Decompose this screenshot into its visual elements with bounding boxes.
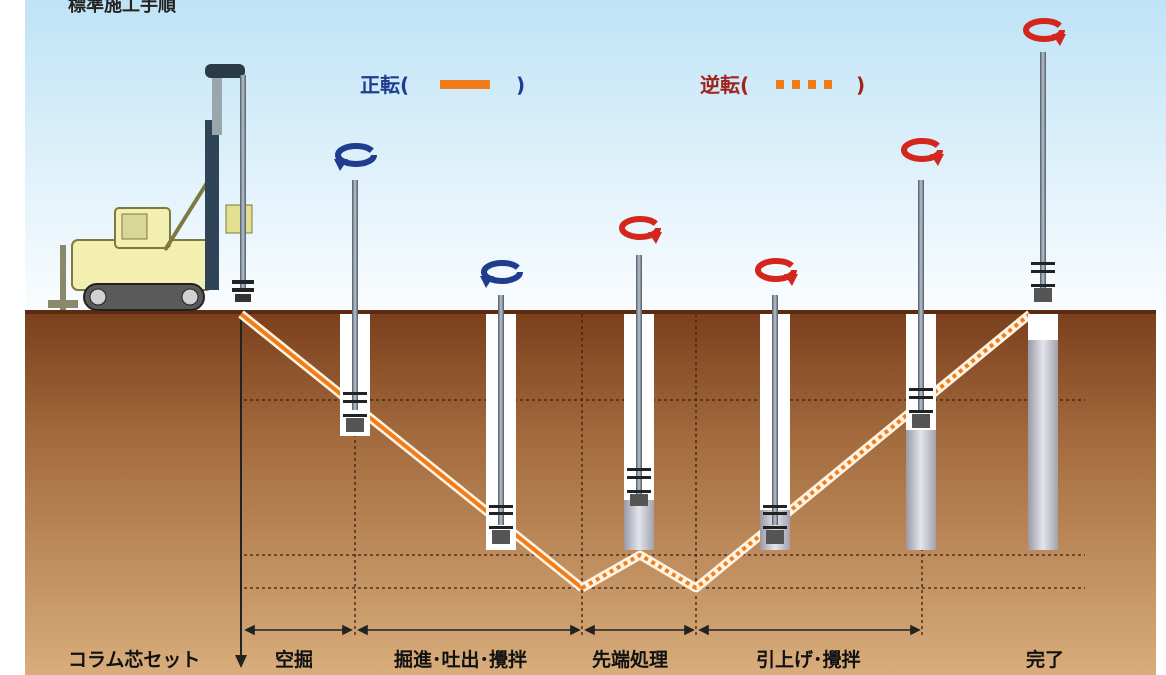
- left-white-margin: [0, 0, 25, 675]
- phase-label-lifting: 引上げ･攪拌: [756, 649, 861, 671]
- legend-reverse-close: ): [856, 73, 865, 97]
- forward-rotation-icon: [480, 260, 523, 288]
- reverse-rotation-icon: [619, 216, 662, 244]
- phase-label-complete: 完了: [1026, 648, 1064, 671]
- soil-ground: [25, 312, 1156, 675]
- phase-label-column-set: コラム芯セット: [68, 648, 200, 671]
- step-complete: [1028, 52, 1058, 550]
- legend-reverse-swatch: [776, 80, 832, 89]
- legend-reverse-label: 逆転(: [700, 73, 749, 97]
- forward-rotation-icon: [334, 143, 377, 171]
- step-tip-treatment: [624, 255, 654, 550]
- step-empty-excavation: [340, 180, 370, 436]
- legend-forward-close: ): [516, 73, 525, 97]
- step-lifting-upper: [906, 180, 936, 550]
- depth-reference-lines: [244, 314, 1085, 635]
- drill-path-forward: [238, 310, 585, 592]
- reverse-rotation-icon: [755, 258, 798, 286]
- legend-forward-label: 正転(: [360, 73, 409, 97]
- depth-axis: [235, 314, 247, 668]
- reverse-rotation-icon: [1023, 18, 1066, 46]
- pile-driver-machine: [48, 64, 254, 311]
- phase-label-tip: 先端処理: [592, 648, 668, 671]
- legend-reverse: 逆転( ): [700, 73, 865, 97]
- drill-path-reverse: [579, 310, 1033, 593]
- step-digging-mixing: [486, 295, 516, 550]
- legend-forward: 正転( ): [360, 73, 525, 97]
- reverse-rotation-icon: [901, 138, 944, 166]
- phase-arrows: [244, 624, 921, 636]
- legend-forward-swatch: [440, 80, 490, 89]
- step-lifting-mixing: [760, 295, 790, 550]
- phase-label-digging: 掘進･吐出･攪拌: [394, 648, 527, 671]
- phase-label-empty-dig: 空掘: [275, 648, 313, 671]
- diagram-title: 標準施工手順: [68, 0, 177, 16]
- ground-surface-line: [25, 310, 1156, 314]
